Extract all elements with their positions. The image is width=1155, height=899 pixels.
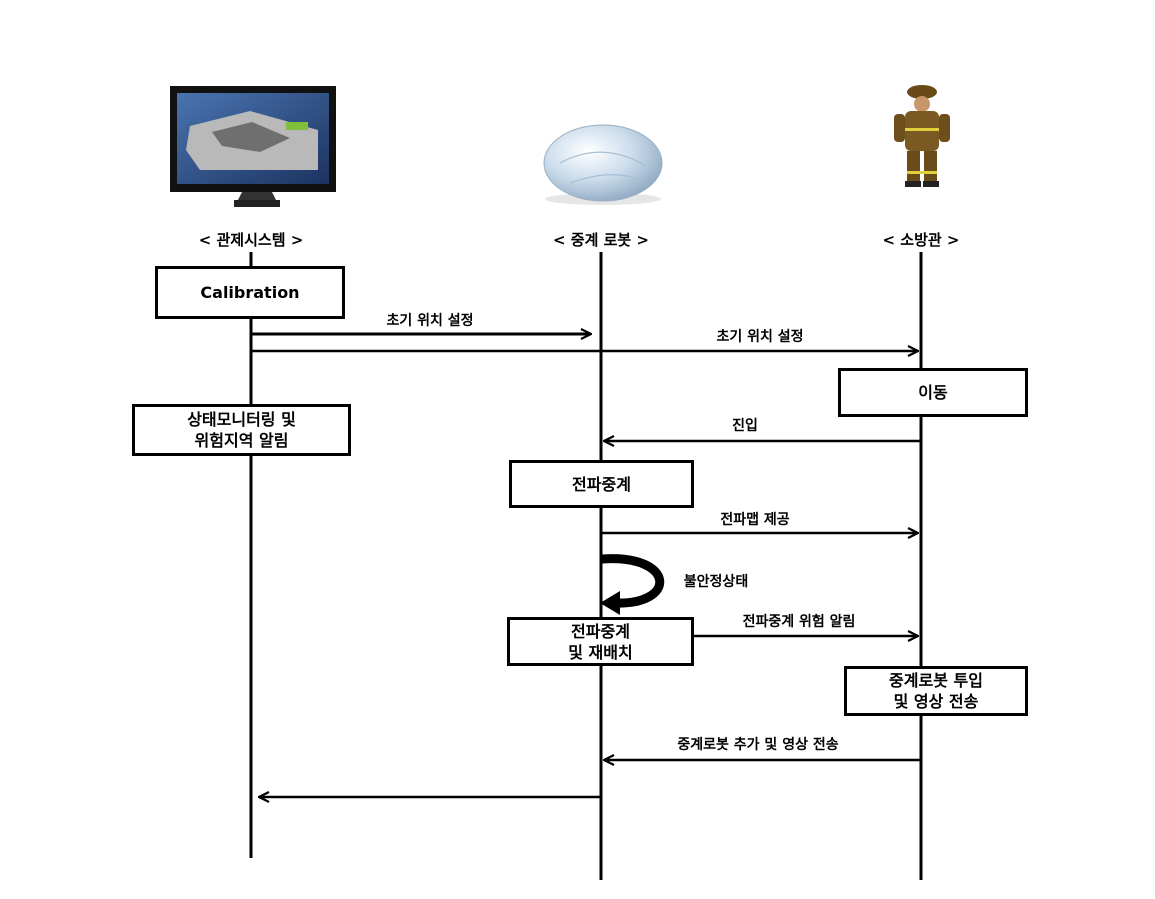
firefighter-icon: [894, 85, 950, 187]
msg-relay-danger: 전파중계 위험 알림: [742, 614, 856, 630]
msg-enter: 진입: [732, 418, 758, 434]
sphere-robot-icon: [543, 124, 663, 205]
box-robot-deploy: 중계로봇 투입 및 영상 전송: [844, 666, 1028, 716]
box-move: 이동: [838, 368, 1028, 417]
msg-init-pos-relay: 초기 위치 설정: [386, 313, 474, 329]
participant-relay-label: < 중계 로봇 >: [552, 231, 649, 249]
box-relay-work: 전파중계: [509, 460, 694, 508]
msg-map-provide: 전파맵 제공: [720, 512, 790, 528]
box-status-monitor: 상태모니터링 및 위험지역 알림: [132, 404, 351, 456]
box-relay-redeploy: 전파중계 및 재배치: [507, 617, 694, 666]
msg-unstable: 불안정상태: [683, 574, 749, 590]
msg-robot-add: 중계로봇 추가 및 영상 전송: [677, 737, 839, 753]
msg-init-pos-fire: 초기 위치 설정: [716, 329, 804, 345]
participant-control-label: < 관제시스템 >: [198, 231, 304, 249]
monitor-icon: [170, 86, 336, 207]
box-calibration: Calibration: [155, 266, 345, 319]
participant-fire-label: < 소방관 >: [882, 231, 960, 249]
self-loop-unstable: [600, 554, 665, 615]
